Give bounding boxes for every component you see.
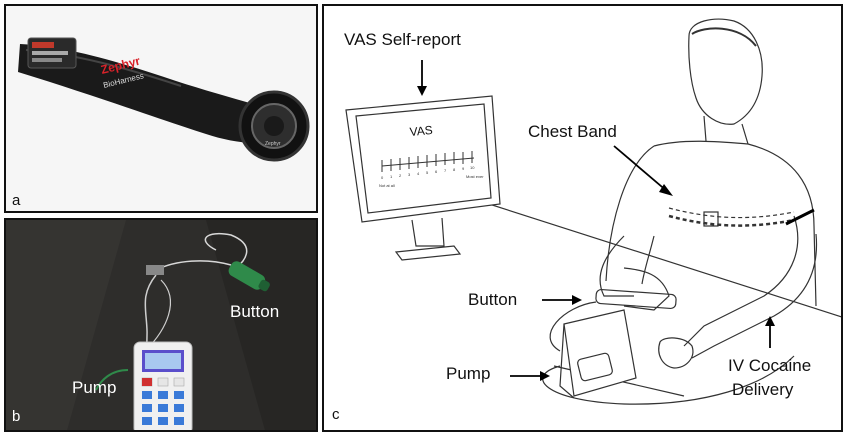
vas-tick-4: 4 <box>417 171 420 176</box>
label-button-photo: Button <box>230 302 280 321</box>
pump-button-photo <box>6 220 316 430</box>
vas-tick-0: 0 <box>381 175 384 180</box>
label-pump: Pump <box>446 364 491 383</box>
vas-tick-5: 5 <box>426 170 429 175</box>
vas-tick-9: 9 <box>462 166 465 171</box>
vas-tick-10: 10 <box>470 165 475 170</box>
monitor-vas-title: VAS <box>409 123 433 139</box>
label-button: Button <box>468 290 518 309</box>
module-text: Zephyr <box>265 141 281 147</box>
label-pump-photo: Pump <box>72 378 117 397</box>
label-vas-self-report: VAS Self-report <box>344 30 461 49</box>
label-chest-band: Chest Band <box>528 122 617 141</box>
label-iv-line2: Delivery <box>732 380 794 399</box>
setup-line-drawing: VAS 0 1 2 3 4 5 6 7 8 9 10 Not at all Mo… <box>345 18 841 405</box>
vas-tick-7: 7 <box>444 168 447 173</box>
vas-tick-3: 3 <box>408 172 411 177</box>
panel-c-setup-illustration: VAS 0 1 2 3 4 5 6 7 8 9 10 Not at all Mo… <box>322 4 843 432</box>
panel-b-pump-button-photo: Button Pump b <box>4 218 318 432</box>
panel-letter-b: b <box>12 408 21 425</box>
panel-letter-c: c <box>332 406 340 423</box>
chest-band-photo: Zephyr BioHarness Zephyr <box>6 6 316 211</box>
label-iv-line1: IV Cocaine <box>728 356 812 375</box>
vas-tick-8: 8 <box>453 167 456 172</box>
panel-letter-a: a <box>12 192 21 209</box>
vas-tick-6: 6 <box>435 169 438 174</box>
vas-right-anchor: Most ever <box>466 174 484 179</box>
vas-left-anchor: Not at all <box>379 183 395 188</box>
panel-a-chest-band-photo: Zephyr BioHarness Zephyr a <box>4 4 318 213</box>
vas-tick-1: 1 <box>390 174 393 179</box>
vas-tick-2: 2 <box>399 173 402 178</box>
